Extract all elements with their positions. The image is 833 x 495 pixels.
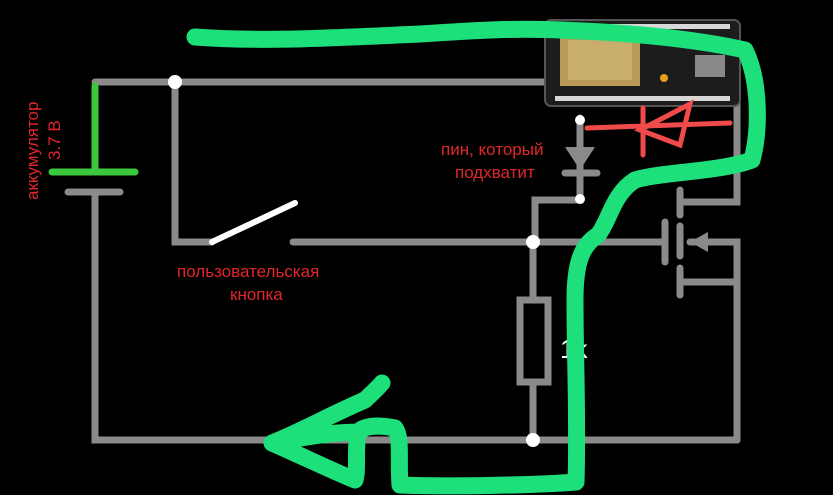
node bbox=[168, 75, 182, 89]
pin-label-line2: подхватит bbox=[455, 163, 535, 182]
switch-left-wire bbox=[171, 78, 216, 246]
red-diode-scribble bbox=[584, 99, 733, 158]
battery-voltage-label: 3.7 В bbox=[45, 120, 64, 160]
mosfet-terminals bbox=[676, 86, 741, 444]
nodes bbox=[168, 75, 585, 447]
node bbox=[575, 115, 585, 125]
node bbox=[526, 235, 540, 249]
esp32-board bbox=[544, 19, 741, 107]
wires bbox=[64, 78, 741, 444]
resistor bbox=[516, 296, 552, 386]
button-label-line2: кнопка bbox=[230, 285, 283, 304]
node bbox=[575, 194, 585, 204]
diode-wire bbox=[531, 114, 584, 246]
button-label-line1: пользовательская bbox=[177, 262, 319, 281]
diode-triangle bbox=[565, 147, 595, 170]
user-button-switch bbox=[209, 200, 298, 245]
node bbox=[526, 433, 540, 447]
battery-label: аккумулятор bbox=[23, 102, 42, 200]
mosfet-arrow bbox=[690, 232, 708, 252]
pin-label-line1: пин, который bbox=[441, 140, 543, 159]
battery-plus-plate bbox=[48, 82, 139, 176]
bottom-wire bbox=[91, 188, 741, 444]
green-marker-annotation bbox=[186, 20, 766, 495]
